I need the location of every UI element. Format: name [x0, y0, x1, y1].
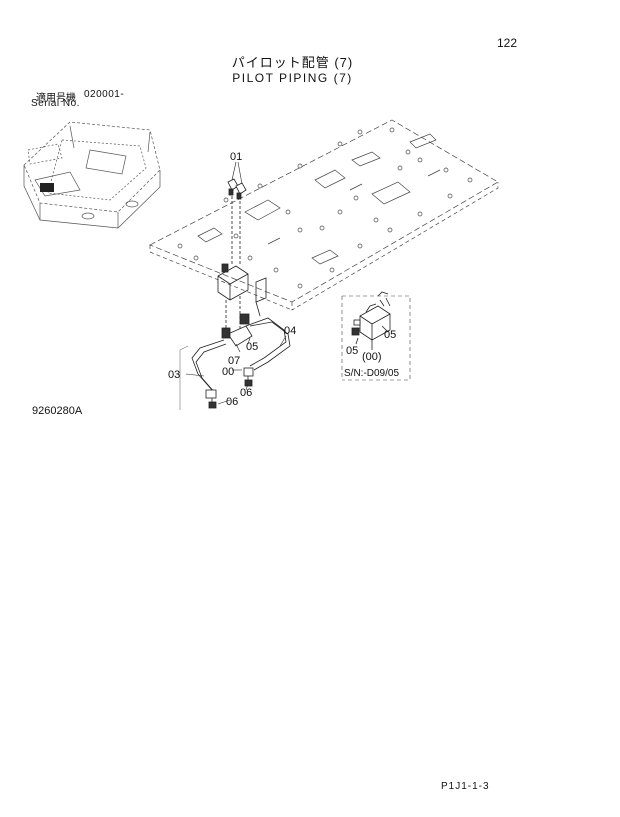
page-code: P1J1-1-3	[441, 781, 490, 792]
callout-06-right: 06	[240, 387, 252, 399]
floor-plate	[149, 119, 499, 311]
callout-07: 07	[228, 355, 240, 367]
callout-01: 01	[230, 151, 242, 163]
inset-callout-05-left: 05	[346, 345, 358, 357]
serial-value: 020001-	[84, 89, 125, 100]
page-title: PILOT PIPING (7)	[232, 71, 353, 85]
machine-overview-sketch	[23, 121, 161, 229]
callout-05: 05	[246, 341, 258, 353]
serial-label-japanese: 適用号機	[36, 93, 76, 104]
serial-label: Serial No.	[31, 98, 80, 109]
drawing-number: 9260280A	[32, 405, 83, 417]
inset-callout-05-right: 05	[384, 329, 396, 341]
callout-leaders	[185, 161, 287, 405]
adapter-pair	[227, 178, 247, 200]
inset-callout-00: (00)	[362, 351, 382, 363]
callout-03: 03	[168, 369, 180, 381]
pilot-valve	[217, 196, 267, 330]
callout-04: 04	[284, 325, 296, 337]
inset-detail: 05 05 (00) S/N:-D09/05	[341, 291, 411, 381]
page-number: 122	[497, 36, 518, 50]
inset-serial-range: S/N:-D09/05	[344, 368, 399, 379]
page-title-japanese: パイロット配管 (7)	[231, 55, 354, 70]
hose-assembly	[179, 313, 291, 410]
callout-00: 00	[222, 366, 234, 378]
callout-06-left: 06	[226, 396, 238, 408]
